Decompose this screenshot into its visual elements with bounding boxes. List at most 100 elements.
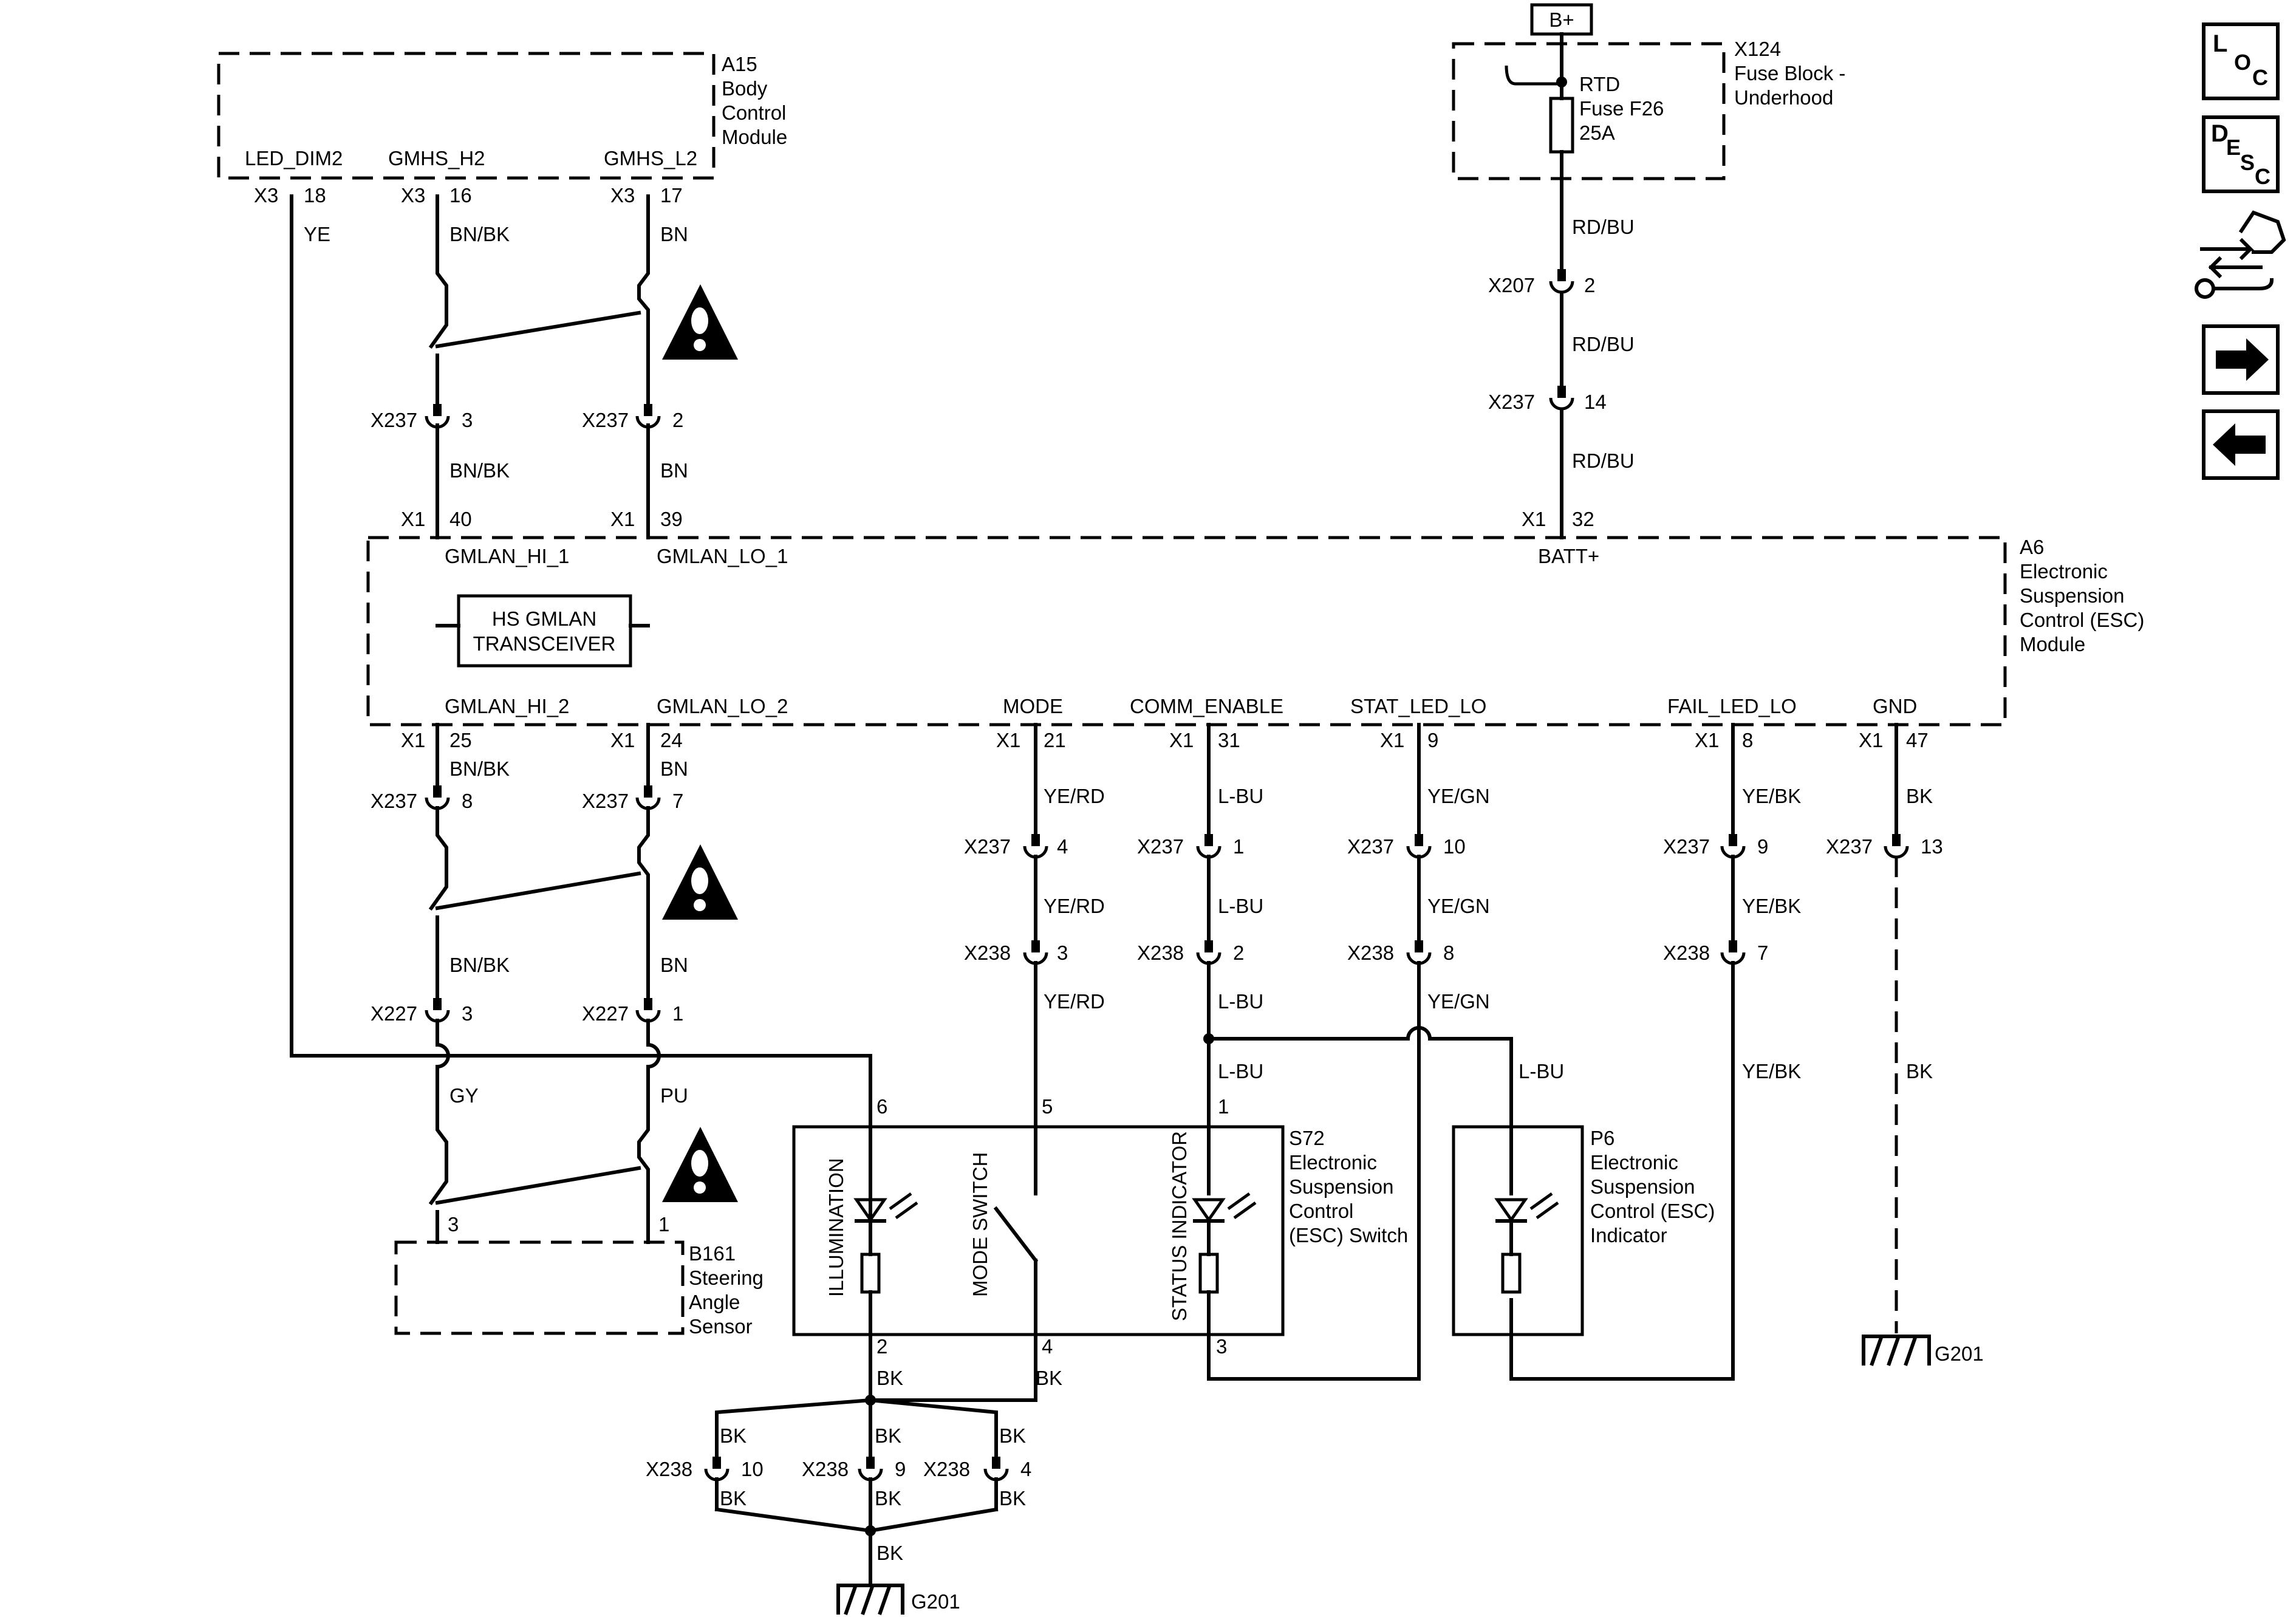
ground-g201-right: G201 xyxy=(1935,1342,1984,1365)
pin-x1-40: 40 xyxy=(449,508,472,530)
pin-x238-3: 3 xyxy=(1057,942,1068,964)
pin-x238-2: 2 xyxy=(1233,942,1244,964)
fuse-block-ref: X124 xyxy=(1734,38,1781,60)
pin-x207-2: 2 xyxy=(1584,274,1595,296)
caution-icon xyxy=(662,1127,738,1202)
esc-pin-gnd: GND xyxy=(1873,695,1917,717)
pin-bcm-16: 16 xyxy=(449,184,472,207)
svg-text:C: C xyxy=(2255,164,2270,189)
transceiver-label-2: TRANSCEIVER xyxy=(473,632,616,655)
pin-x1-8: 8 xyxy=(1742,729,1753,751)
svg-text:E: E xyxy=(2226,135,2241,160)
pin-x237-4: 4 xyxy=(1057,835,1068,858)
pin-x237-2: 2 xyxy=(672,409,683,431)
wire-color-lo-1: BN xyxy=(660,223,688,245)
next-page-icon[interactable] xyxy=(2202,324,2280,395)
wire-color-fail-2: YE/BK xyxy=(1742,895,1801,917)
wire-color-dim: YE xyxy=(304,223,330,245)
wire-color-lo-4: BN xyxy=(660,954,688,976)
wire-color-mode-3: YE/RD xyxy=(1044,990,1105,1013)
wire-color-hi-2: BN/BK xyxy=(449,459,510,482)
desc-button[interactable]: D E S C xyxy=(2202,115,2280,193)
wire-color-sg-9: BK xyxy=(876,1542,903,1564)
wire-color-gnd-1: BK xyxy=(1906,785,1933,807)
bcm-name-1: Body xyxy=(722,77,768,100)
pin-x237-batt: X237 xyxy=(1488,391,1535,413)
connector-views-icon[interactable] xyxy=(2195,210,2286,299)
pin-b161-1: 1 xyxy=(658,1213,669,1236)
pin-x1-24: 24 xyxy=(660,729,683,751)
pin-b161-3: 3 xyxy=(448,1213,459,1236)
mode-switch-label: MODE SWITCH xyxy=(969,1152,991,1297)
pin-x1-31: 31 xyxy=(1218,729,1240,751)
fuse-label-3: 25A xyxy=(1579,121,1615,144)
pin-x237-3: 3 xyxy=(462,409,473,431)
wire-color-hi-4: BN/BK xyxy=(449,954,510,976)
esc-indicator-name-1: Electronic xyxy=(1590,1151,1678,1174)
caution-icon xyxy=(662,844,738,920)
pin-bcm-x3-lo: X3 xyxy=(610,184,635,207)
pin-x237-8: 8 xyxy=(462,790,473,812)
esc-module-name-3: Control (ESC) xyxy=(2020,609,2144,631)
pin-s72-6: 6 xyxy=(876,1095,887,1118)
steering-sensor-box xyxy=(394,1240,685,1335)
esc-module-box xyxy=(366,536,2007,726)
fuse-block-name-2: Underhood xyxy=(1734,86,1833,109)
pin-x237-gnd: X237 xyxy=(1826,835,1873,858)
pin-x238-comm: X238 xyxy=(1137,942,1184,964)
pin-x1-gnd: X1 xyxy=(1859,729,1883,751)
pin-x238-sg-b: X238 xyxy=(802,1458,849,1480)
esc-pin-batt: BATT+ xyxy=(1538,545,1599,567)
esc-pin-gmlan-lo-1: GMLAN_LO_1 xyxy=(657,545,788,567)
pin-x1-32: 32 xyxy=(1572,508,1594,530)
pin-x238-sg-c: X238 xyxy=(923,1458,970,1480)
pin-x237-hi-b: X237 xyxy=(371,790,417,812)
pin-x1-comm: X1 xyxy=(1169,729,1194,751)
previous-page-icon[interactable] xyxy=(2202,409,2280,480)
pin-s72-4: 4 xyxy=(1042,1335,1053,1358)
transceiver-box xyxy=(457,594,632,668)
pin-x1-47: 47 xyxy=(1906,729,1929,751)
pin-x237-comm: X237 xyxy=(1137,835,1184,858)
wire-color-hi-1: BN/BK xyxy=(449,223,510,245)
loc-button[interactable]: L O C xyxy=(2202,22,2280,100)
pin-x1-9: 9 xyxy=(1427,729,1438,751)
wire-color-sg-2: BK xyxy=(1036,1367,1062,1389)
pin-x237-13: 13 xyxy=(1921,835,1943,858)
pin-x1-25: 25 xyxy=(449,729,472,751)
wire-color-comm-1: L-BU xyxy=(1218,785,1263,807)
esc-switch-ref: S72 xyxy=(1289,1127,1325,1149)
wire-color-lo-3: BN xyxy=(660,757,688,780)
pin-x238-9: 9 xyxy=(895,1458,906,1480)
esc-indicator-name-4: Indicator xyxy=(1590,1224,1667,1246)
steering-sensor-ref: B161 xyxy=(689,1242,736,1265)
wire-color-comm-5: L-BU xyxy=(1519,1060,1564,1082)
pin-x238-7: 7 xyxy=(1757,942,1768,964)
pin-x1-hi-a: X1 xyxy=(401,508,425,530)
pin-x237-9: 9 xyxy=(1757,835,1768,858)
connectors xyxy=(425,281,1909,1482)
status-indicator-label: STATUS INDICATOR xyxy=(1168,1131,1191,1321)
steering-sensor-name-3: Sensor xyxy=(689,1315,753,1338)
pin-x237-stat: X237 xyxy=(1347,835,1394,858)
pin-x1-21: 21 xyxy=(1044,729,1066,751)
pin-x1-lo-b: X1 xyxy=(610,729,635,751)
wire-color-comm-4: L-BU xyxy=(1218,1060,1263,1082)
wire-color-sg-8: BK xyxy=(999,1487,1026,1509)
wire-color-stat-1: YE/GN xyxy=(1427,785,1490,807)
fuse-label-2: Fuse F26 xyxy=(1579,97,1664,120)
svg-text:O: O xyxy=(2234,50,2251,75)
esc-module-ref: A6 xyxy=(2020,536,2044,558)
bcm-ref: A15 xyxy=(722,53,757,75)
pin-s72-5: 5 xyxy=(1042,1095,1053,1118)
pin-x238-fail: X238 xyxy=(1663,942,1710,964)
bcm-name-3: Module xyxy=(722,126,787,148)
wire-color-mode-2: YE/RD xyxy=(1044,895,1105,917)
ground-g201-bottom: G201 xyxy=(911,1590,960,1613)
pin-x207: X207 xyxy=(1488,274,1535,296)
esc-pin-gmlan-hi-1: GMLAN_HI_1 xyxy=(445,545,569,567)
esc-pin-stat-led-lo: STAT_LED_LO xyxy=(1350,695,1486,717)
pin-x227-hi: X227 xyxy=(371,1002,417,1025)
bcm-pin-gmhs-l2: GMHS_L2 xyxy=(604,147,697,169)
transceiver-label-1: HS GMLAN xyxy=(492,607,596,630)
